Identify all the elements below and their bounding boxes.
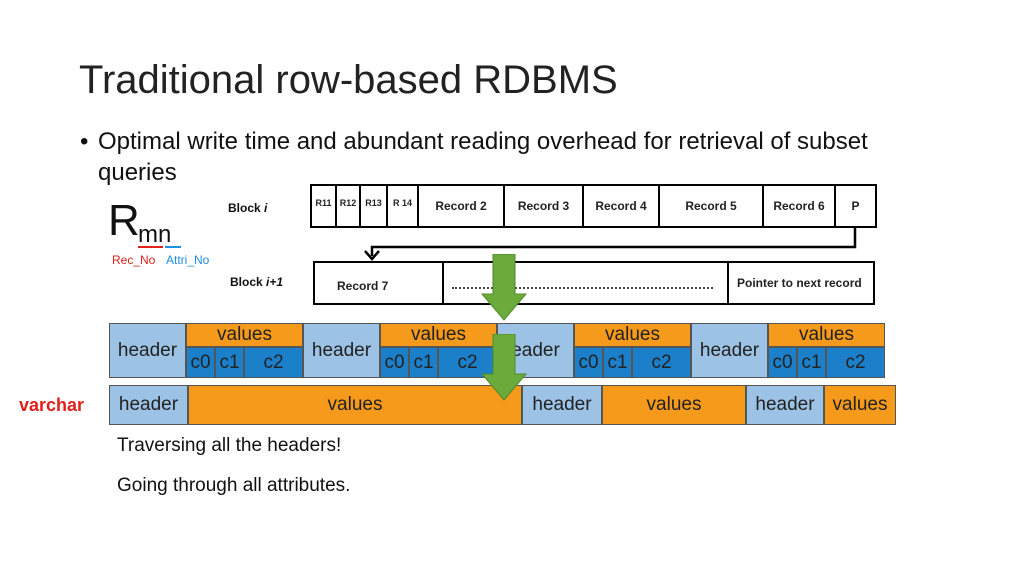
varchar-values: values [824, 385, 896, 425]
block-i1-record-7: Record 7 [313, 261, 444, 305]
block-i1-label-prefix: Block [230, 275, 267, 289]
row-column: c2 [632, 347, 691, 378]
down-arrow-icon [480, 254, 528, 321]
varchar-header: header [746, 385, 824, 425]
row-values: values [186, 323, 303, 347]
varchar-values: values [188, 385, 522, 425]
row-column: c0 [768, 347, 797, 378]
attri-no-label: Attri_No [166, 253, 210, 267]
block-i-label-prefix: Block [228, 201, 265, 215]
varchar-values: values [602, 385, 746, 425]
notation-r-mn: R mn Rec_No Attri_No [108, 196, 228, 271]
row-column: c1 [409, 347, 438, 378]
block-i1-label-var: i+1 [266, 275, 284, 289]
row-column: c2 [438, 347, 497, 378]
row-column: c0 [186, 347, 215, 378]
block-i-cell: Record 2 [417, 184, 505, 228]
block-i-label: Block i [228, 201, 267, 215]
attr-underline [165, 246, 181, 248]
block-i-cell: P [834, 184, 877, 228]
row-values: values [574, 323, 691, 347]
row-column: c0 [380, 347, 409, 378]
block-i-cell: R13 [359, 184, 388, 228]
row-column: c2 [244, 347, 303, 378]
notation-subscript: mn [138, 221, 172, 248]
row-column: c0 [574, 347, 603, 378]
row-header: header [691, 323, 768, 378]
block-i-cell: Record 4 [582, 184, 660, 228]
row-values: values [768, 323, 885, 347]
block-i-cell: R11 [310, 184, 337, 228]
bullet-dot: • [80, 128, 89, 155]
down-arrow-icon [480, 334, 528, 401]
row-column: c1 [797, 347, 826, 378]
rec-underline [138, 246, 163, 248]
block-i1-label: Block i+1 [230, 275, 283, 289]
block-i-cell: Record 6 [762, 184, 836, 228]
note-attributes: Going through all attributes. [117, 475, 351, 496]
varchar-header: header [109, 385, 188, 425]
block-i1-pointer: Pointer to next record [727, 261, 875, 305]
row-column: c1 [603, 347, 632, 378]
varchar-header: header [522, 385, 602, 425]
row-column: c1 [215, 347, 244, 378]
notation-letter: R [108, 196, 140, 245]
block-i-cell: Record 3 [503, 184, 584, 228]
row-header: header [303, 323, 380, 378]
block-i-cell: Record 5 [658, 184, 764, 228]
bullet-text: Optimal write time and abundant reading … [98, 128, 868, 186]
rec-no-label: Rec_No [112, 253, 156, 267]
pointer-arrow-icon [364, 228, 857, 261]
block-i-cell: R12 [335, 184, 361, 228]
row-values: values [380, 323, 497, 347]
slide-title: Traditional row-based RDBMS [79, 58, 618, 102]
block-i-cell: R 14 [386, 184, 419, 228]
row-header: header [109, 323, 186, 378]
varchar-label: varchar [19, 395, 85, 415]
row-column: c2 [826, 347, 885, 378]
block-i-label-var: i [264, 201, 268, 215]
dotted-line [452, 287, 713, 289]
note-traversing: Traversing all the headers! [117, 435, 342, 456]
